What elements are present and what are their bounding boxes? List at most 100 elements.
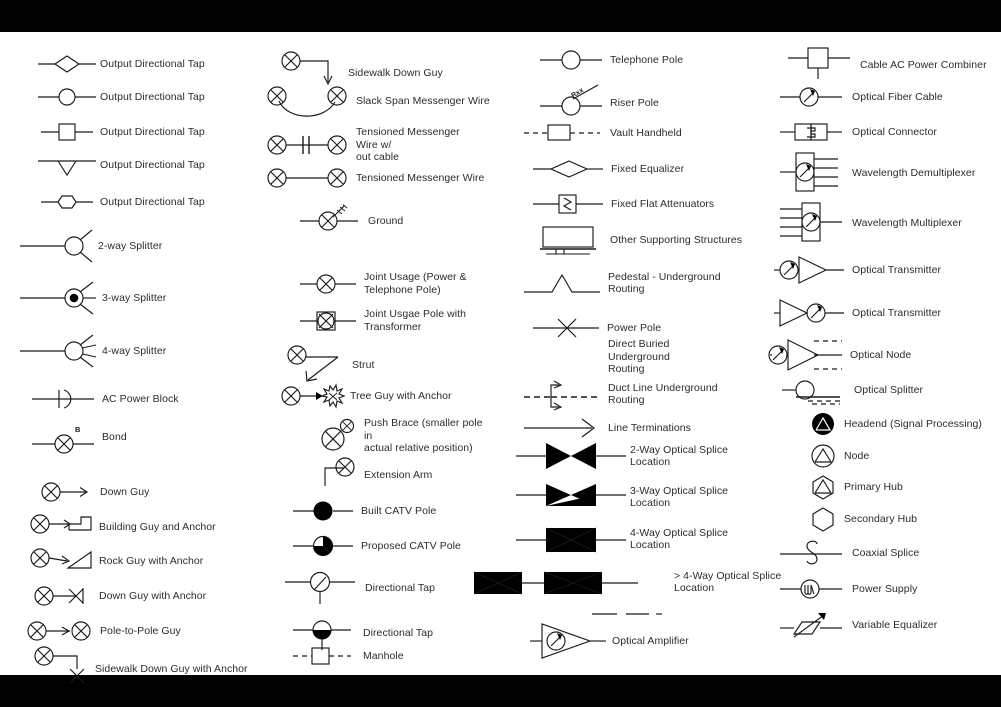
legend-item[interactable]: Tree Guy with Anchor	[280, 382, 452, 410]
legend-label: Optical Node	[850, 348, 912, 361]
tree-guy-anchor-icon	[280, 382, 346, 410]
vault-handheld-icon	[524, 121, 604, 145]
legend-item[interactable]: Secondary Hub	[810, 506, 917, 532]
legend-item[interactable]: Sidewalk Down Guy with Anchor	[33, 645, 248, 691]
hexagon-inline-tap-icon	[38, 191, 96, 213]
legend-item[interactable]: 4-way Splitter	[20, 332, 166, 370]
legend-item[interactable]: Fixed Flat Attenuators	[533, 192, 714, 216]
legend-item[interactable]: Other Supporting Structures	[540, 225, 742, 257]
legend-label: 3-way Splitter	[102, 291, 167, 304]
legend-item[interactable]: 3-Way Optical Splice Location	[516, 481, 755, 513]
optical-splitter-icon	[782, 380, 846, 406]
legend-item[interactable]: Tensioned Messenger Wire w/ out cable	[266, 126, 481, 164]
legend-item[interactable]: Down Guy with Anchor	[33, 584, 206, 608]
legend-item[interactable]: Proposed CATV Pole	[293, 535, 461, 557]
legend-label: Optical Splitter	[854, 383, 924, 396]
legend-item[interactable]: Output Directional Tap	[38, 191, 205, 213]
optical-connector-icon	[780, 120, 844, 144]
legend-item[interactable]: Optical Connector	[780, 120, 937, 144]
legend-item[interactable]: Direct Buried Underground Routing	[524, 338, 733, 376]
legend-item[interactable]: Vault Handheld	[524, 121, 682, 145]
legend-item[interactable]: Output Directional Tap	[38, 53, 205, 75]
legend-item[interactable]: Pole-to-Pole Guy	[26, 619, 181, 643]
legend-item[interactable]: Node	[810, 443, 869, 469]
legend-item[interactable]: Built CATV Pole	[293, 500, 436, 522]
legend-label: Extension Arm	[364, 468, 433, 481]
legend-item[interactable]: Wavelength Multiplexer	[780, 200, 962, 244]
legend-item[interactable]: > 4-Way Optical Splice Location	[473, 566, 799, 615]
triangle-down-tap-icon	[38, 154, 96, 177]
legend-item[interactable]: AC Power Block	[32, 387, 179, 411]
legend-item[interactable]: Power Pole	[533, 317, 661, 339]
legend-item[interactable]: Joint Usgae Pole with Transformer	[300, 308, 489, 333]
legend-label: Down Guy with Anchor	[99, 589, 207, 602]
legend-label: Line Terminations	[608, 421, 691, 434]
bond-annotation: B	[75, 425, 81, 434]
legend-label: AC Power Block	[102, 392, 179, 405]
legend-item[interactable]: Strut	[286, 344, 374, 384]
duct-line-underground-routing-icon	[524, 377, 602, 411]
legend-item[interactable]: Power Supply	[780, 577, 917, 601]
legend-item[interactable]: Directional Tap	[293, 618, 433, 652]
legend-item[interactable]: Line Terminations	[524, 417, 691, 439]
legend-item[interactable]: Fixed Equalizer	[533, 156, 684, 182]
legend-item[interactable]: Optical Node	[768, 335, 912, 375]
legend-item[interactable]: Slack Span Messenger Wire	[266, 85, 490, 123]
legend-item[interactable]: Pedestal - Underground Routing	[524, 270, 733, 296]
legend-item[interactable]: Tensioned Messenger Wire	[266, 166, 484, 190]
legend-item[interactable]: Push Brace (smaller pole in actual relat…	[318, 415, 489, 455]
legend-item[interactable]: Output Directional Tap	[38, 121, 205, 143]
line-terminations-icon	[524, 417, 602, 439]
legend-item[interactable]: Extension Arm	[318, 456, 432, 488]
sidewalk-down-guy-anchor-icon	[33, 645, 89, 691]
legend-label: Secondary Hub	[844, 512, 918, 525]
legend-item[interactable]: Output Directional Tap	[38, 86, 205, 108]
legend-label: Optical Transmitter	[852, 306, 942, 319]
legend-item[interactable]: Optical Amplifier	[530, 620, 689, 662]
legend-item[interactable]: Ground	[300, 202, 403, 232]
legend-item[interactable]: Building Guy and Anchor	[29, 514, 216, 540]
legend-item[interactable]: Rock Guy with Anchor	[29, 548, 203, 574]
legend-item[interactable]: Sidewalk Down Guy	[280, 50, 443, 88]
other-supporting-structures-icon	[540, 225, 602, 257]
legend-item[interactable]: Wavelength Demultiplexer	[780, 150, 975, 194]
legend-label: Fixed Equalizer	[611, 162, 685, 175]
legend-label: Fixed Flat Attenuators	[611, 197, 715, 210]
legend-item[interactable]: Manhole	[293, 644, 404, 668]
legend-item[interactable]: Directional Tap	[285, 566, 435, 606]
legend-item[interactable]: Primary Hub	[810, 474, 903, 500]
legend-item[interactable]: B Bond	[32, 420, 127, 454]
legend-label: Bond	[102, 430, 127, 443]
legend-item[interactable]: Joint Usage (Power & Telephone Pole)	[300, 271, 489, 296]
fixed-flat-attenuators-icon	[533, 192, 605, 216]
legend-label: Power Pole	[607, 321, 662, 334]
legend-item[interactable]: Duct Line Underground Routing	[524, 377, 733, 411]
legend-item[interactable]: Coaxial Splice	[780, 540, 919, 566]
legend-label: Power Supply	[852, 582, 918, 595]
three-way-splitter-icon	[20, 280, 96, 316]
legend-item[interactable]: Optical Transmitter	[774, 254, 941, 286]
legend-item[interactable]: Rxx Riser Pole	[540, 76, 659, 118]
legend-item[interactable]: Cable AC Power Combiner	[788, 46, 987, 80]
legend-label: Coaxial Splice	[852, 546, 920, 559]
legend-item[interactable]: Headend (Signal Processing)	[810, 411, 982, 437]
legend-label: Riser Pole	[610, 96, 659, 109]
legend-item[interactable]: 3-way Splitter	[20, 280, 166, 316]
node-icon	[810, 443, 836, 469]
legend-item[interactable]: Variable Equalizer	[780, 609, 937, 641]
legend-label: Tree Guy with Anchor	[350, 389, 452, 402]
legend-item[interactable]: Optical Fiber Cable	[780, 85, 943, 109]
legend-item[interactable]: Optical Splitter	[782, 380, 923, 406]
legend-item[interactable]: 2-way Splitter	[20, 228, 162, 264]
extension-arm-icon	[318, 456, 358, 488]
optical-amplifier-icon	[530, 620, 606, 662]
legend-item[interactable]: Down Guy	[40, 481, 149, 503]
circle-inline-tap-icon	[38, 86, 96, 108]
legend-item[interactable]: Optical Transmitter	[774, 297, 941, 329]
legend-item[interactable]: Output Directional Tap	[38, 154, 205, 177]
legend-item[interactable]: 2-Way Optical Splice Location	[516, 440, 755, 472]
proposed-catv-pole-icon	[293, 535, 353, 557]
legend-label: Optical Connector	[852, 125, 937, 138]
legend-item[interactable]: 4-Way Optical Splice Location	[516, 523, 755, 555]
legend-item[interactable]: Telephone Pole	[540, 49, 683, 71]
